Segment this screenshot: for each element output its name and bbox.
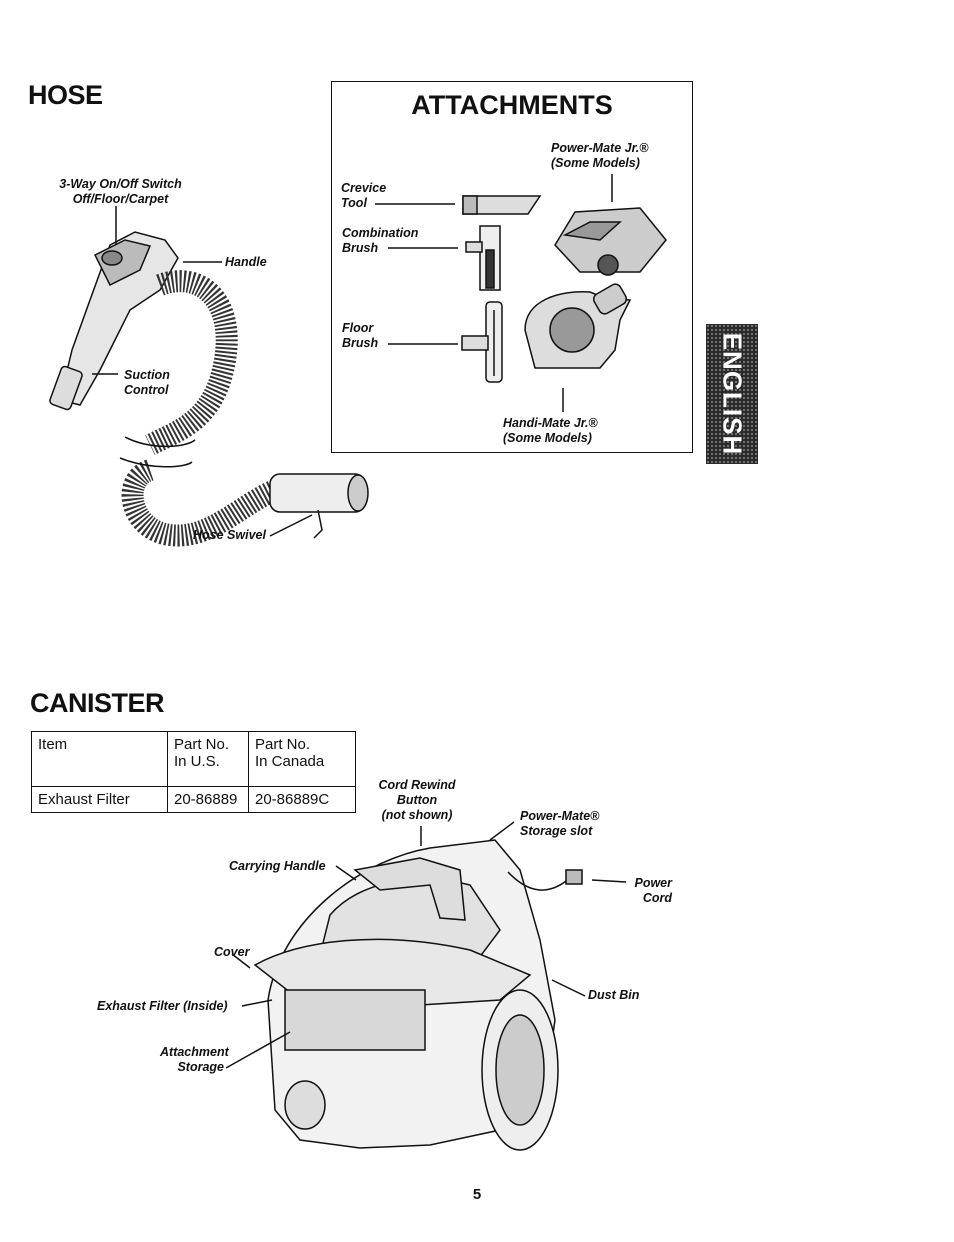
crevice-tool-label: Crevice Tool: [341, 181, 386, 211]
canister-vacuum-illustration: [253, 839, 583, 1151]
crevice-label-line-1: Crevice: [341, 181, 387, 195]
suction-label-line-2: Control: [124, 383, 169, 397]
floor-brush-label: Floor Brush: [342, 321, 378, 351]
table-row: Exhaust Filter 20-86889 20-86889C: [31, 786, 356, 813]
hose-handle-illustration: [49, 231, 179, 411]
cord-rewind-line-1: Cord Rewind: [378, 778, 456, 792]
cord-rewind-line-3: (not shown): [381, 808, 453, 822]
header-part-canada: Part No. In Canada: [248, 731, 356, 787]
handimate-label: Handi-Mate Jr.® (Some Models): [503, 416, 598, 446]
floor-label-line-1: Floor: [342, 321, 374, 335]
combo-label-line-2: Brush: [342, 241, 379, 255]
attach-storage-line-2: Storage: [177, 1060, 224, 1074]
cover-label: Cover: [214, 945, 250, 959]
hose-swivel-label: Hose Swivel: [193, 528, 266, 542]
page-number: 5: [472, 1186, 482, 1203]
crevice-tool-illustration: [375, 195, 542, 215]
suction-label-line-1: Suction: [124, 368, 170, 382]
table-header-row: Item Part No. In U.S. Part No. In Canada: [31, 731, 356, 787]
cell-part-us: 20-86889: [167, 786, 249, 813]
hose-title: HOSE: [28, 80, 103, 110]
exhaust-filter-label: Exhaust Filter (Inside): [97, 999, 228, 1013]
switch-label-line-1: 3-Way On/Off Switch: [59, 177, 182, 191]
parts-table: Item Part No. In U.S. Part No. In Canada…: [31, 731, 356, 813]
header-part-us: Part No. In U.S.: [167, 731, 249, 787]
attachment-storage-label: Attachment Storage: [160, 1045, 229, 1075]
power-cord-line-1: Power: [634, 876, 672, 890]
powermate-jr-illustration: [554, 174, 667, 276]
powermate-label: Power-Mate Jr.® (Some Models): [551, 141, 648, 171]
cord-rewind-label: Cord Rewind Button (not shown): [372, 778, 462, 823]
hose-corrugated-illustration: [119, 270, 369, 547]
crevice-label-line-2: Tool: [341, 196, 367, 210]
attachments-box: ATTACHMENTS: [331, 81, 693, 453]
storage-slot-line-1: Power-Mate®: [520, 809, 600, 823]
carrying-handle-label: Carrying Handle: [229, 859, 326, 873]
dust-bin-label: Dust Bin: [588, 988, 640, 1002]
handimate-label-line-1: Handi-Mate Jr.®: [503, 416, 598, 430]
powermate-label-line-2: (Some Models): [551, 156, 640, 170]
storage-slot-label: Power-Mate® Storage slot: [520, 809, 599, 839]
header-item-text: Item: [38, 736, 68, 753]
combination-brush-label: Combination Brush: [342, 226, 418, 256]
attachments-title: ATTACHMENTS: [411, 90, 613, 120]
switch-label-line-2: Off/Floor/Carpet: [72, 192, 169, 206]
cell-part-canada: 20-86889C: [248, 786, 356, 813]
cord-rewind-line-2: Button: [396, 793, 438, 807]
storage-slot-line-2: Storage slot: [520, 824, 593, 838]
header-item: Item: [31, 731, 168, 787]
language-tab: ENGLISH: [706, 324, 758, 464]
power-cord-line-2: Cord: [642, 891, 672, 905]
cell-item: Exhaust Filter: [31, 786, 168, 813]
handimate-jr-illustration: [524, 283, 632, 412]
floor-brush-illustration: [388, 301, 503, 383]
header-part-canada-text: Part No. In Canada: [255, 736, 325, 770]
canister-title: CANISTER: [30, 688, 165, 718]
attach-storage-line-1: Attachment: [160, 1045, 229, 1059]
handle-label: Handle: [225, 255, 267, 269]
floor-label-line-2: Brush: [342, 336, 379, 350]
combo-label-line-1: Combination: [342, 226, 419, 240]
power-cord-label: Power Cord: [628, 876, 672, 906]
switch-label: 3-Way On/Off Switch Off/Floor/Carpet: [48, 177, 193, 207]
header-part-us-text: Part No. In U.S.: [174, 736, 230, 770]
suction-control-label: Suction Control: [124, 368, 170, 398]
language-tab-label: ENGLISH: [717, 332, 748, 456]
powermate-label-line-1: Power-Mate Jr.®: [551, 141, 649, 155]
combination-brush-illustration: [388, 225, 501, 291]
handimate-label-line-2: (Some Models): [503, 431, 592, 445]
